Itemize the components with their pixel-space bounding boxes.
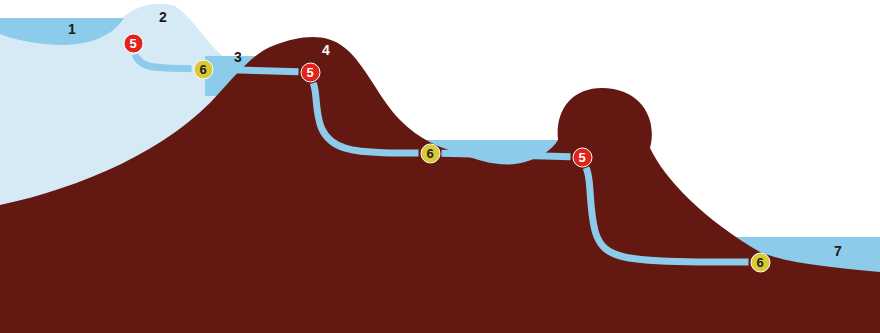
callout-number: 5 <box>306 66 313 79</box>
water-pipe <box>313 83 418 153</box>
water-pipe <box>214 69 298 71</box>
marker-circle <box>573 148 592 167</box>
mountain <box>0 37 880 333</box>
part-number: 1 <box>68 22 76 36</box>
part-number: 3 <box>234 50 242 64</box>
callout-number: 5 <box>578 151 585 164</box>
marker-circle <box>194 60 213 79</box>
part-number: 2 <box>159 10 167 24</box>
callout-number: 5 <box>129 37 136 50</box>
marker-circle <box>301 63 320 82</box>
water-pipe <box>135 54 191 68</box>
marker-circle <box>124 34 143 53</box>
part-number: 4 <box>322 43 330 57</box>
lake <box>0 18 124 45</box>
red-marker: 5 <box>300 62 321 83</box>
water-pipe <box>586 168 748 262</box>
yellow-marker: 6 <box>420 143 441 164</box>
red-marker: 5 <box>572 147 593 168</box>
marker-circle <box>751 253 770 272</box>
red-marker: 5 <box>123 33 144 54</box>
yellow-marker: 6 <box>750 252 771 273</box>
yellow-marker: 6 <box>193 59 214 80</box>
part-number: 7 <box>834 244 842 258</box>
marker-circle <box>421 144 440 163</box>
water-pipe <box>441 153 570 156</box>
callout-number: 6 <box>426 147 433 160</box>
callout-number: 6 <box>756 256 763 269</box>
callout-number: 6 <box>199 63 206 76</box>
